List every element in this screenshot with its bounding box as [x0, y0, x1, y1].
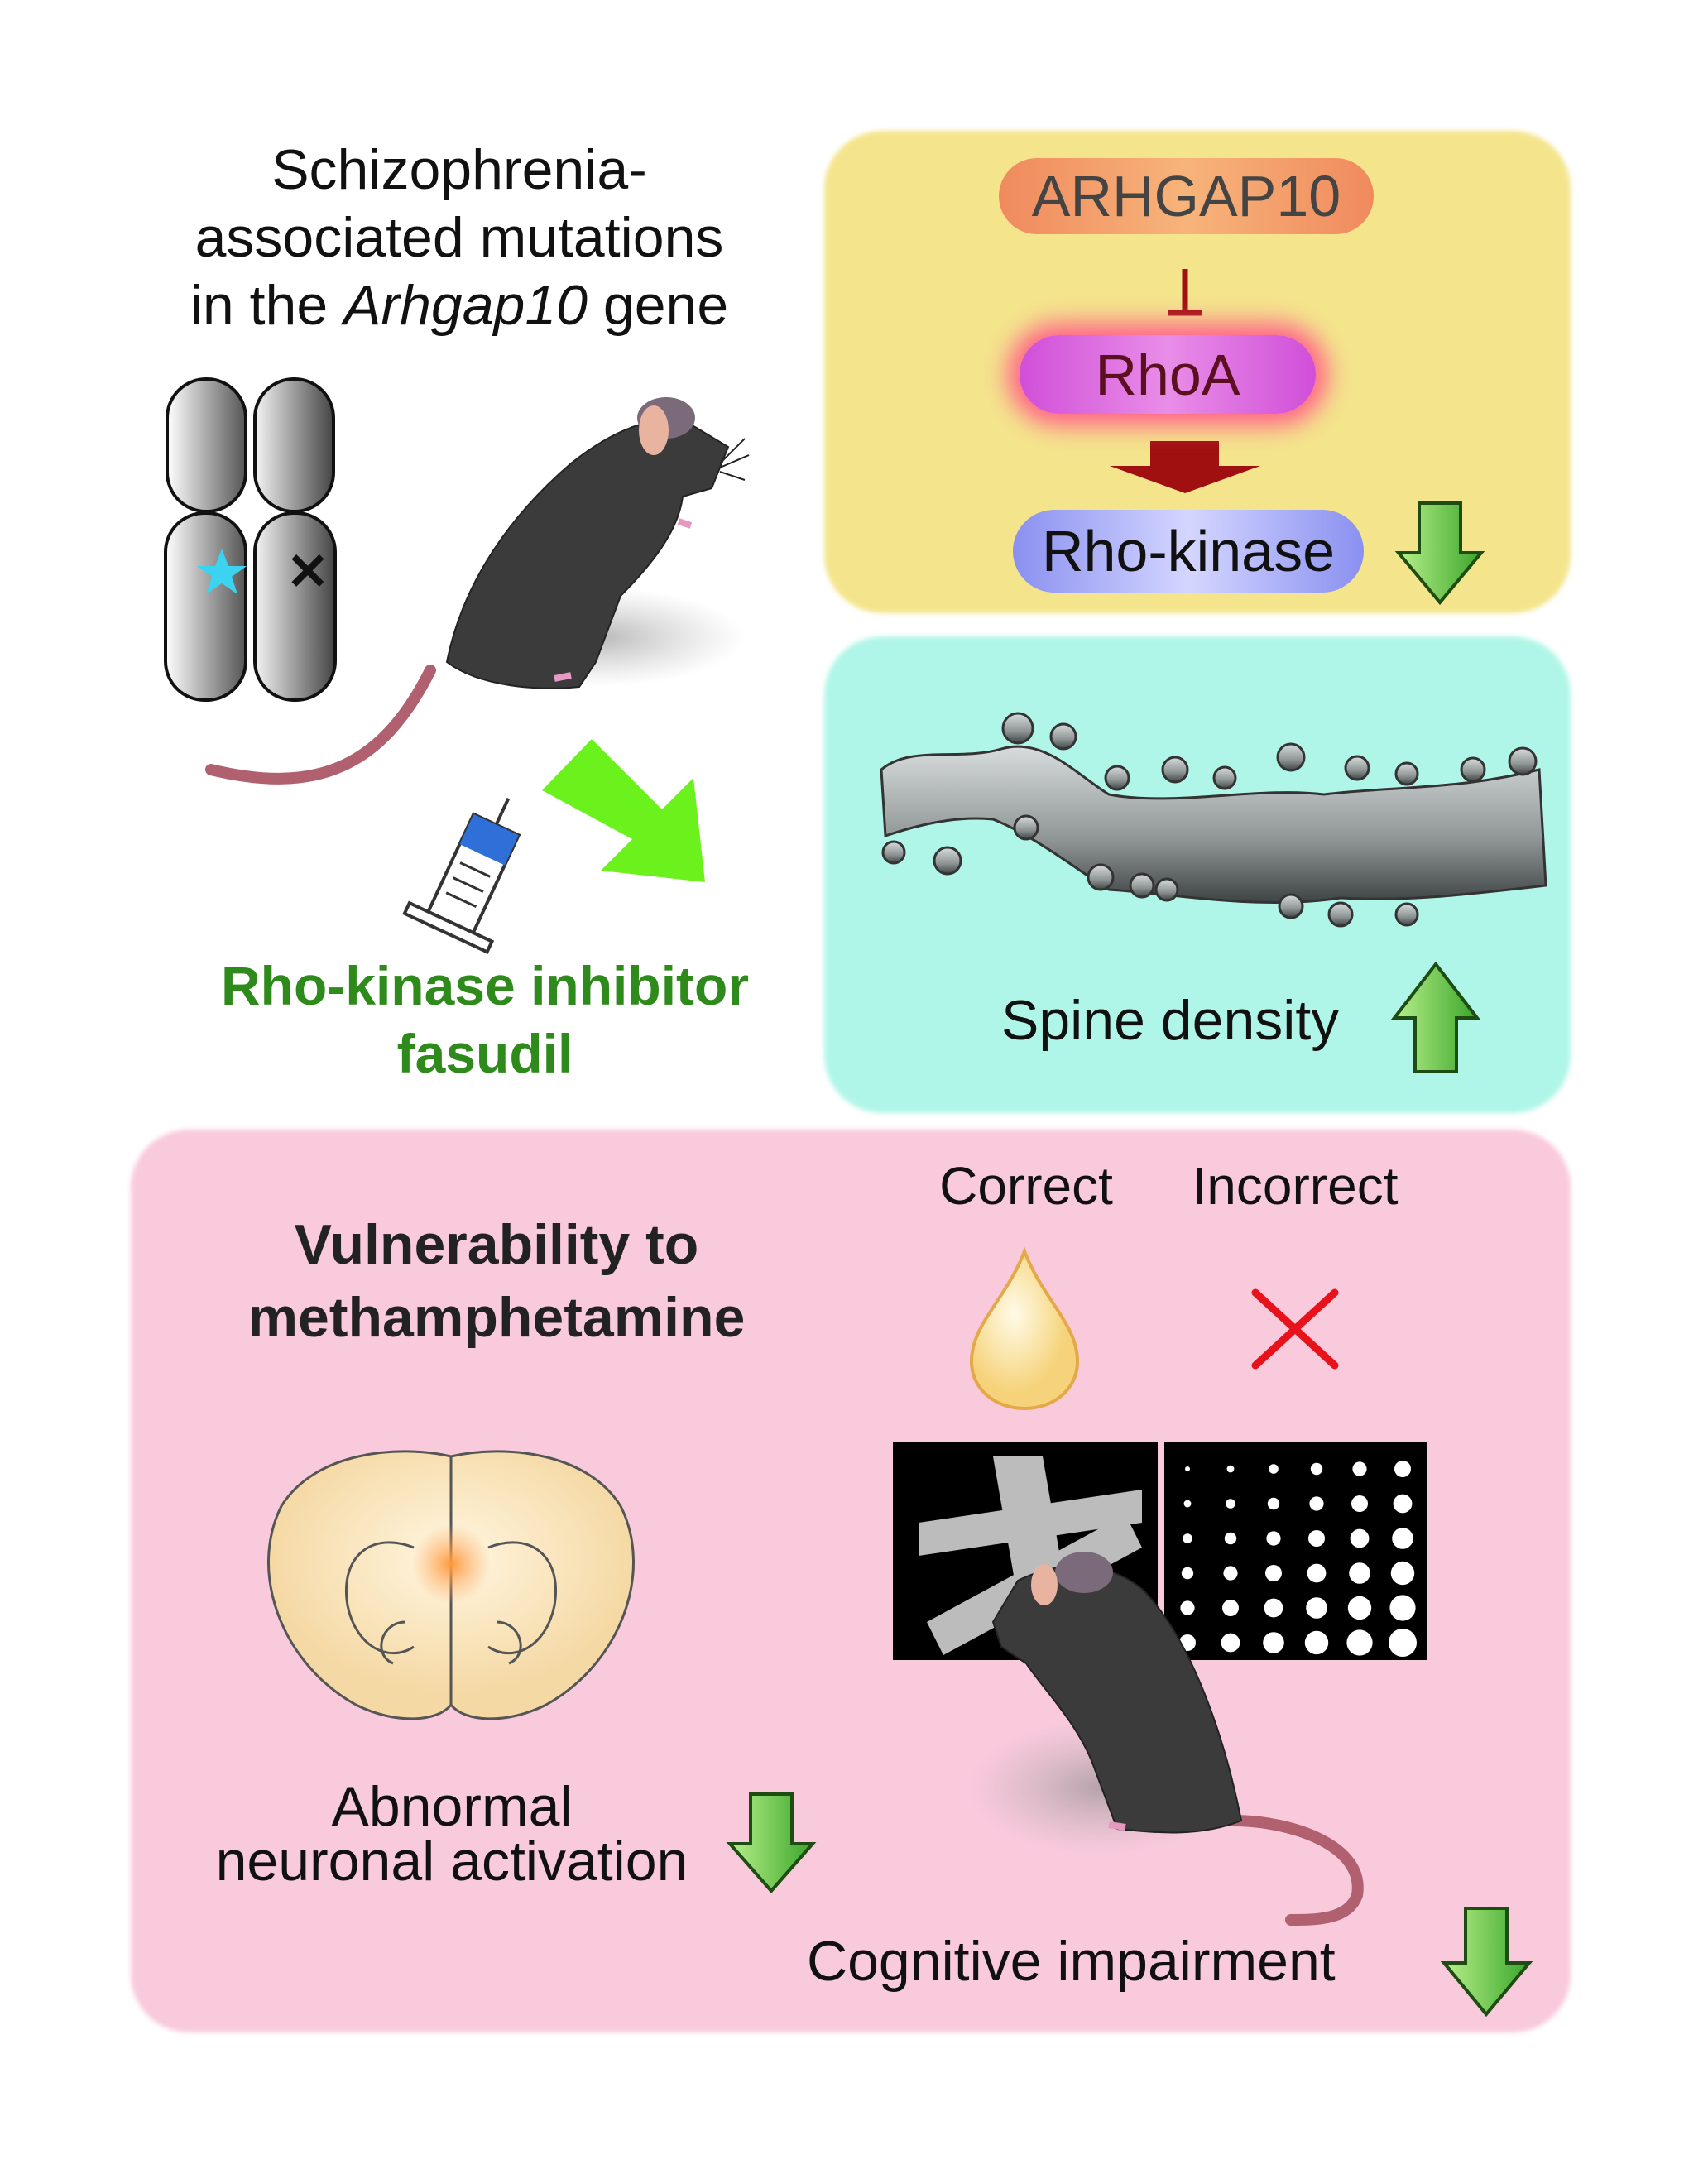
stimulus-dot: [1352, 1461, 1367, 1476]
stimulus-dot: [1389, 1629, 1417, 1657]
title-text: Schizophrenia- associated mutations in t…: [149, 136, 770, 339]
stimulus-dot: [1221, 1633, 1240, 1653]
arhgap10-node: ARHGAP10: [999, 158, 1374, 234]
rhoa-node: RhoA: [1020, 335, 1316, 414]
cognitive-impairment-label: Cognitive impairment: [807, 1930, 1336, 1993]
stimulus-dot: [1306, 1597, 1327, 1619]
stimulus-dot: [1223, 1566, 1238, 1581]
correct-label: Correct: [939, 1156, 1113, 1216]
stimulus-dot: [1263, 1632, 1284, 1653]
stimulus-dot: [1265, 1565, 1282, 1581]
stimulus-dot: [1222, 1600, 1239, 1616]
star-mutation-icon: [197, 549, 247, 594]
cognitive-down-arrow-icon: [1440, 1907, 1533, 2018]
treatment-arrow-icon: [542, 739, 705, 882]
title-line-3: in the Arhgap10 gene: [149, 271, 770, 339]
inhibition-icon: [1168, 269, 1202, 316]
syringe-icon: [402, 797, 521, 954]
stimulus-dot: [1349, 1562, 1370, 1584]
incorrect-label: Incorrect: [1192, 1156, 1399, 1216]
stimulus-dot: [1394, 1461, 1411, 1477]
stimulus-dot: [1183, 1533, 1192, 1543]
stimulus-dot: [1226, 1499, 1235, 1509]
vulnerability-label: Vulnerability to methamphetamine: [199, 1208, 794, 1354]
vulnerability-line-1: Vulnerability to: [294, 1213, 699, 1276]
incorrect-x-icon: [1251, 1288, 1339, 1370]
stimulus-dot: [1181, 1567, 1194, 1580]
stimulus-dot: [1307, 1563, 1327, 1583]
brain-section-icon: [267, 1450, 635, 1720]
reward-drop-icon: [969, 1246, 1080, 1411]
stimulus-dot: [1392, 1528, 1413, 1549]
title-line-3-prefix: in the: [190, 274, 344, 337]
treatment-label: Rho-kinase inhibitor fasudil: [166, 952, 804, 1087]
stimulus-dot: [1183, 1500, 1192, 1508]
stimulus-dot: [1309, 1496, 1324, 1511]
neuronal-activation-label: Abnormal neuronal activation: [166, 1775, 738, 1893]
stimulus-dot: [1266, 1531, 1281, 1546]
stimulus-dot: [1264, 1598, 1283, 1618]
stimulus-dot: [1310, 1462, 1323, 1476]
mouse-icon: [205, 397, 750, 785]
vulnerability-line-2: methamphetamine: [247, 1286, 746, 1349]
stimulus-dot: [1304, 1630, 1329, 1655]
stimulus-dot: [1185, 1466, 1190, 1471]
incorrect-stimulus-image: [1164, 1442, 1427, 1660]
mouse-touchscreen-icon: [968, 1552, 1364, 1926]
title-line-3-suffix: gene: [588, 274, 729, 337]
stimulus-dot: [1393, 1494, 1413, 1514]
stimulus-dot: [1350, 1528, 1370, 1548]
title-line-1: Schizophrenia-: [271, 138, 647, 201]
stimulus-dot: [1226, 1465, 1235, 1473]
gene-name: Arhgap10: [343, 274, 588, 337]
x-mutation-icon: ✕: [286, 544, 329, 601]
stimulus-dot: [1346, 1629, 1373, 1656]
stimulus-dot: [1390, 1561, 1415, 1586]
stimulus-dot: [1389, 1595, 1416, 1621]
spine-density-label: Spine density: [1001, 989, 1340, 1052]
neuronal-line-2: neuronal activation: [215, 1830, 688, 1893]
rho-kinase-down-arrow-icon: [1394, 501, 1485, 606]
treatment-line-1: Rho-kinase inhibitor: [220, 955, 750, 1016]
activation-arrow-icon: [1110, 441, 1260, 493]
stimulus-dot: [1267, 1497, 1280, 1510]
title-line-2: associated mutations: [194, 206, 724, 269]
treatment-line-2: fasudil: [396, 1023, 573, 1084]
dendrite-spines-image: [880, 712, 1547, 928]
stimulus-dot: [1347, 1596, 1372, 1620]
stimulus-dot: [1351, 1495, 1368, 1512]
neuronal-down-arrow-icon: [726, 1792, 817, 1894]
chromosome-pair-icon: ✕: [164, 377, 337, 702]
neuronal-line-1: Abnormal: [331, 1775, 573, 1838]
spine-up-arrow-icon: [1390, 961, 1481, 1073]
stimulus-dot: [1224, 1532, 1237, 1545]
rho-kinase-node: Rho-kinase: [1013, 510, 1364, 593]
stimulus-dot: [1308, 1530, 1325, 1547]
stimulus-dot: [1269, 1464, 1279, 1474]
stimulus-dot: [1180, 1600, 1195, 1615]
